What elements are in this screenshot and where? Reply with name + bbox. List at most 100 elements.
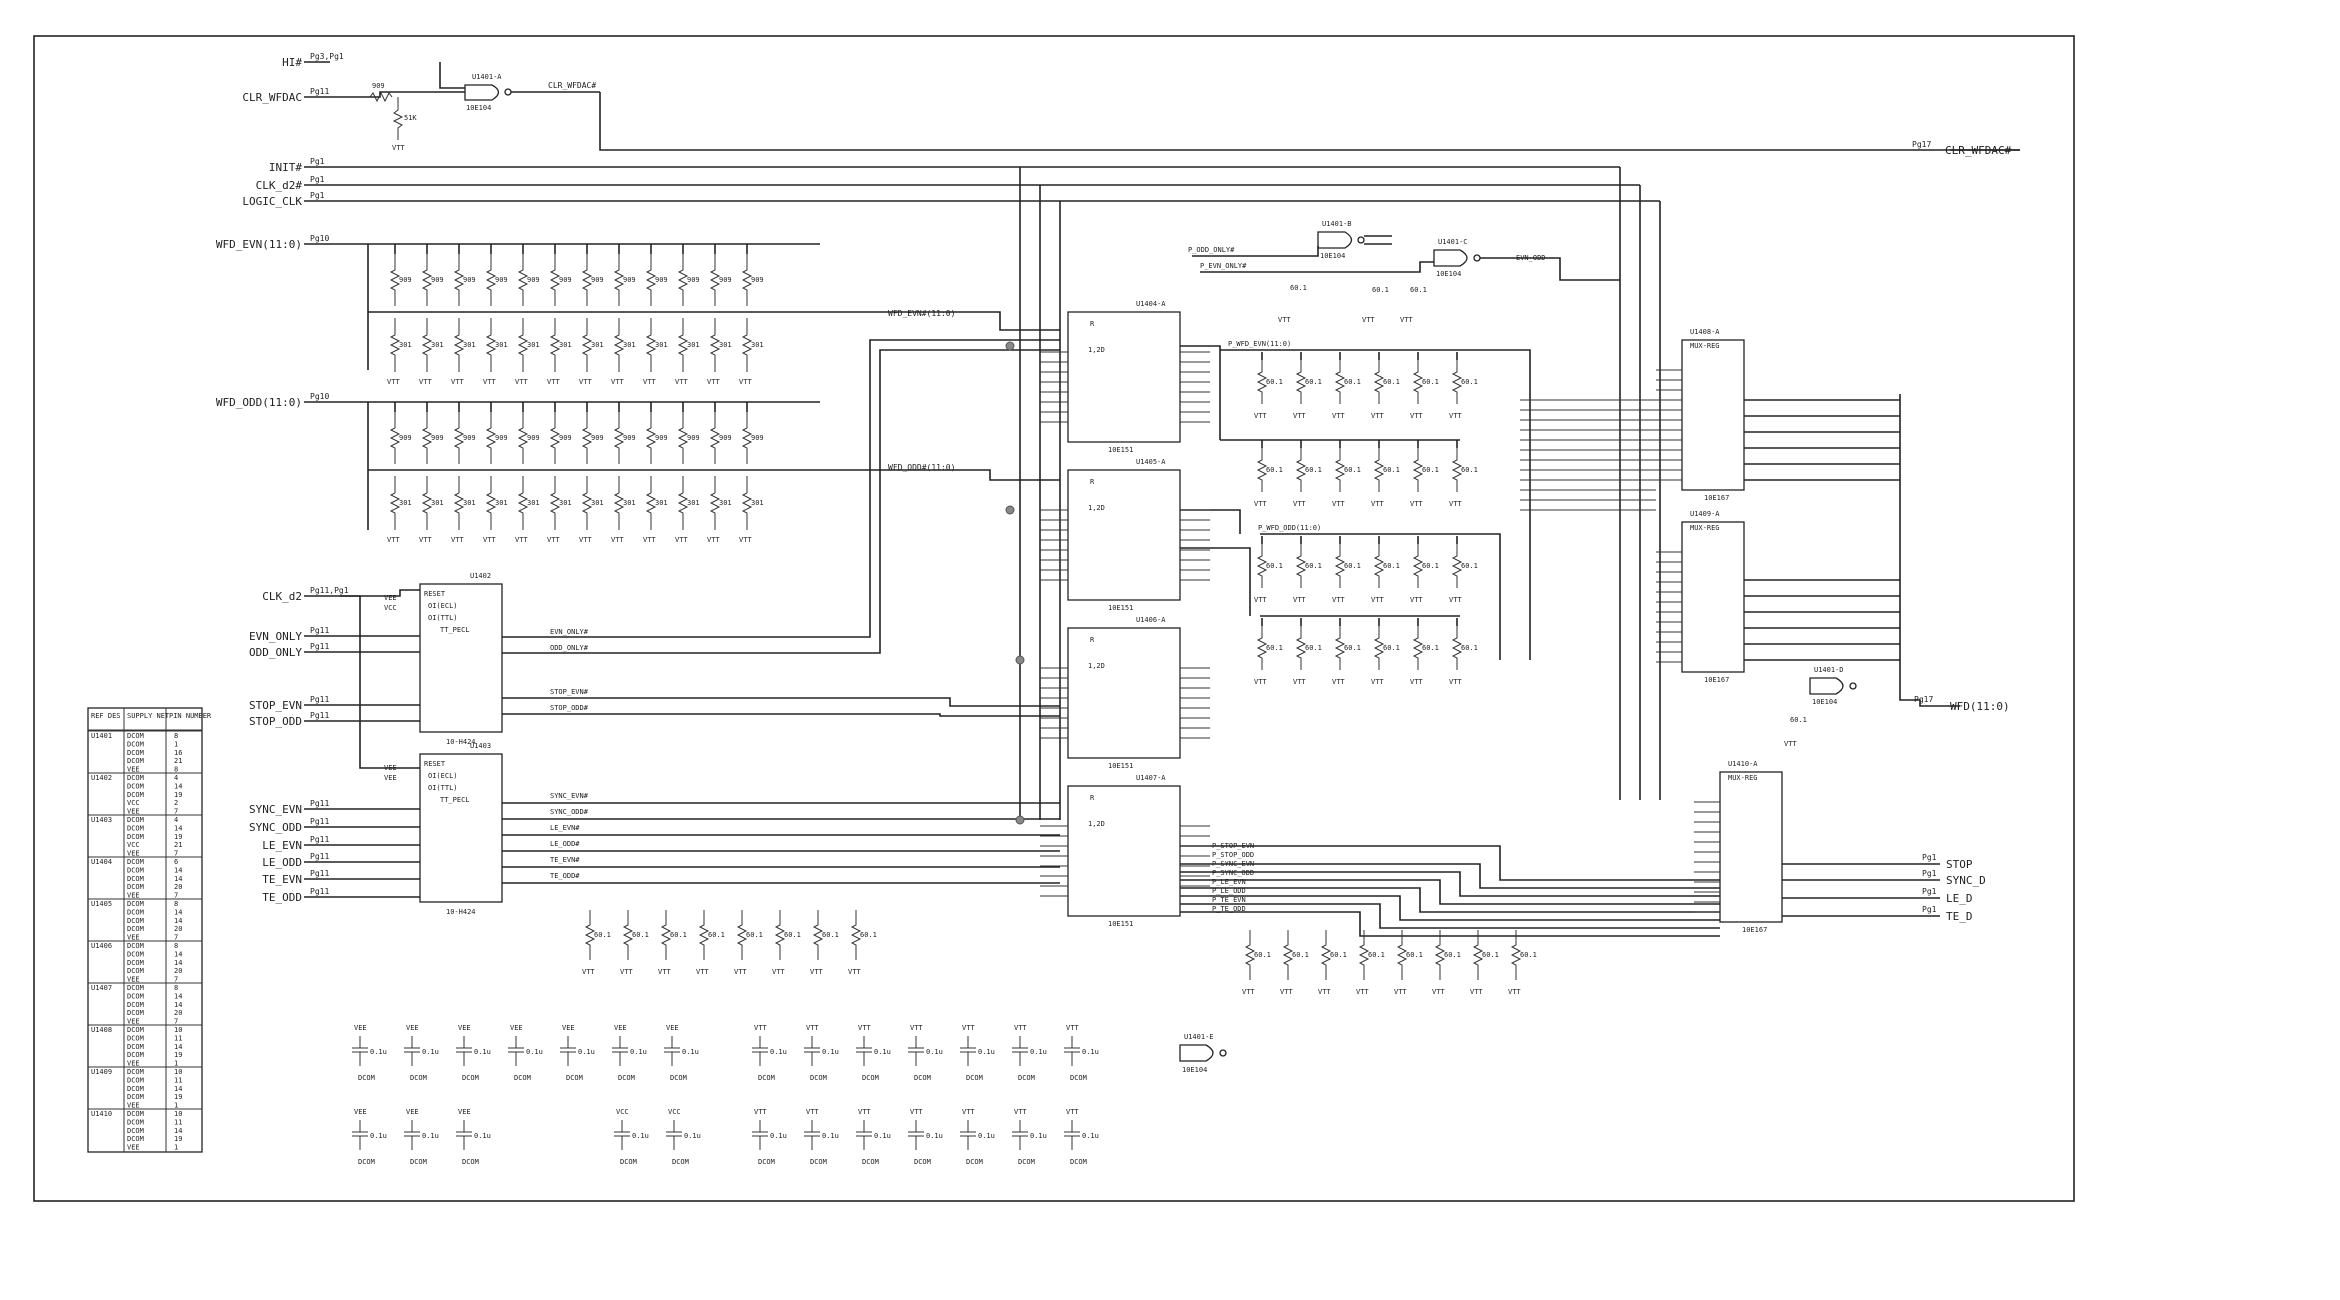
odd-bot-vtt: VTT (1332, 678, 1345, 686)
table-cell-pin: 7 (174, 850, 178, 858)
table-cell-net: DCOM (127, 959, 144, 967)
cap-row2-vee-value: 0.1u (370, 1132, 387, 1140)
lower-term-b-value: 60.1 (1330, 951, 1347, 959)
table-cell-pin: 7 (174, 934, 178, 942)
table-cell-net: DCOM (127, 1026, 144, 1034)
table-cell-ref: U1410 (91, 1110, 112, 1118)
odd-array-pulldown-value: 301 (655, 499, 668, 507)
r1400-r1401: 909 51K VTT (369, 82, 417, 152)
table-cell-pin: 7 (174, 1018, 178, 1026)
lower-term-b-resistor (1282, 930, 1294, 980)
cap-row1-vtt-value: 0.1u (874, 1048, 891, 1056)
cap-row2-vcc-supply: VCC (668, 1108, 681, 1116)
table-cell-pin: 8 (174, 900, 178, 908)
reg-pin-label: R (1090, 636, 1095, 644)
evn-array-pullup-resistor (677, 254, 689, 306)
table-cell-net: DCOM (127, 925, 144, 933)
cap-row1-vtt-cap (856, 1036, 872, 1066)
u1409: U1409-A MUX-REG 10E167 (1681, 510, 1745, 684)
odd-array-pullup-value: 909 (431, 434, 444, 442)
evn-array-pullup-value: 909 (751, 276, 764, 284)
svg-text:EVN_ONLY#: EVN_ONLY# (550, 628, 589, 636)
evn-bot-term-value: 60.1 (1461, 466, 1478, 474)
table-cell-pin: 14 (174, 917, 182, 925)
odd-bot-term-resistor (1451, 626, 1463, 670)
cap-row1-vee-cap (560, 1036, 576, 1066)
svg-text:STOP_EVN#: STOP_EVN# (550, 688, 589, 696)
cap-row2-vee-cap (456, 1120, 472, 1150)
table-cell-net: VEE (127, 1060, 140, 1068)
odd-top-term-value: 60.1 (1344, 562, 1361, 570)
cap-row1-vee-supply: VEE (510, 1024, 523, 1032)
evn-array-pulldown-value: 301 (495, 341, 508, 349)
evn-array-pulldown-resistor (485, 318, 497, 372)
table-cell-net: DCOM (127, 1127, 144, 1135)
input-label-hi: HI# (282, 56, 302, 69)
table-cell-net: DCOM (127, 1034, 144, 1042)
cap-row2-vcc-gnd: DCOM (672, 1158, 689, 1166)
table-cell-pin: 14 (174, 950, 182, 958)
table-cell-net: DCOM (127, 1051, 144, 1059)
svg-text:SYNC_EVN#: SYNC_EVN# (550, 792, 589, 800)
cap-row2-vee-cap (404, 1120, 420, 1150)
cap-row2-vee-supply: VEE (406, 1108, 419, 1116)
evn-array-pullup-resistor (581, 254, 593, 306)
svg-text:U1404-A: U1404-A (1136, 300, 1166, 308)
cap-row2-vtt-gnd: DCOM (1018, 1158, 1035, 1166)
evn-array-pulldown-resistor (517, 318, 529, 372)
evn-top-term-value: 60.1 (1305, 378, 1322, 386)
svg-text:U1401-D: U1401-D (1814, 666, 1844, 674)
cap-row1-vtt-gnd: DCOM (966, 1074, 983, 1082)
evn-array-pullup-value: 909 (527, 276, 540, 284)
table-cell-pin: 14 (174, 959, 182, 967)
svg-text:Pg17: Pg17 (1914, 695, 1933, 704)
cap-row1-vee-value: 0.1u (630, 1048, 647, 1056)
cap-row2-vtt-value: 0.1u (978, 1132, 995, 1140)
reg-pin-label: 1,2D (1088, 504, 1105, 512)
cap-row2-vtt-supply: VTT (910, 1108, 923, 1116)
odd-array-pulldown-resistor (709, 476, 721, 530)
input-label-te-evn: TE_EVN (262, 873, 302, 886)
evn-array-vtt: VTT (707, 378, 720, 386)
reg-pin-label: 1,2D (1088, 346, 1105, 354)
cap-row1-vee-supply: VEE (562, 1024, 575, 1032)
evn-array-pulldown-value: 301 (655, 341, 668, 349)
cap-row1-vtt-supply: VTT (962, 1024, 975, 1032)
svg-text:U1405-A: U1405-A (1136, 458, 1166, 466)
cap-row1-vee-gnd: DCOM (566, 1074, 583, 1082)
lower-term-a-resistor (774, 910, 786, 960)
svg-text:60.1: 60.1 (1290, 284, 1307, 292)
cap-row1-vtt-gnd: DCOM (1018, 1074, 1035, 1082)
p-ctrl-nets: P_STOP_EVN P_STOP_ODD P_SYNC_EVN P_SYNC_… (1212, 842, 1254, 913)
cap-row1-vtt-supply: VTT (754, 1024, 767, 1032)
cap-row2-vcc-cap (614, 1120, 630, 1150)
odd-top-term-value: 60.1 (1461, 562, 1478, 570)
cap-row1-vtt-gnd: DCOM (758, 1074, 775, 1082)
table-cell-net: DCOM (127, 858, 144, 866)
svg-text:60.1: 60.1 (1790, 716, 1807, 724)
input-label-sync-odd: SYNC_ODD (249, 821, 302, 834)
table-cell-pin: 19 (174, 1051, 182, 1059)
cap-row1-vee-supply: VEE (354, 1024, 367, 1032)
cap-row1-vee-value: 0.1u (526, 1048, 543, 1056)
input-label-stop-evn: STOP_EVN (249, 699, 302, 712)
input-page-wfd-evn: Pg10 (310, 234, 329, 243)
odd-array-pulldown-resistor (645, 476, 657, 530)
svg-text:P_TE_EVN: P_TE_EVN (1212, 896, 1246, 904)
svg-text:10E167: 10E167 (1704, 494, 1729, 502)
u1407: U1407-A 10E151 (1067, 774, 1181, 928)
odd-array-vtt: VTT (611, 536, 624, 544)
lower-term-b-resistor (1358, 930, 1370, 980)
input-page-wfd-odd: Pg10 (310, 392, 329, 401)
cap-row2-vee-supply: VEE (354, 1108, 367, 1116)
table-cell-net: VEE (127, 1144, 140, 1152)
cap-row2-vtt-value: 0.1u (926, 1132, 943, 1140)
table-cell-net: VEE (127, 850, 140, 858)
svg-text:OI(ECL): OI(ECL) (428, 602, 458, 610)
cap-row1-vee-gnd: DCOM (514, 1074, 531, 1082)
cap-row2-vee-value: 0.1u (422, 1132, 439, 1140)
table-cell-pin: 20 (174, 925, 182, 933)
gate-pulls: 60.1 60.1 60.1 VTT VTT VTT (1278, 284, 1427, 324)
evn-array-pulldown-resistor (741, 318, 753, 372)
odd-bot-vtt: VTT (1410, 678, 1423, 686)
